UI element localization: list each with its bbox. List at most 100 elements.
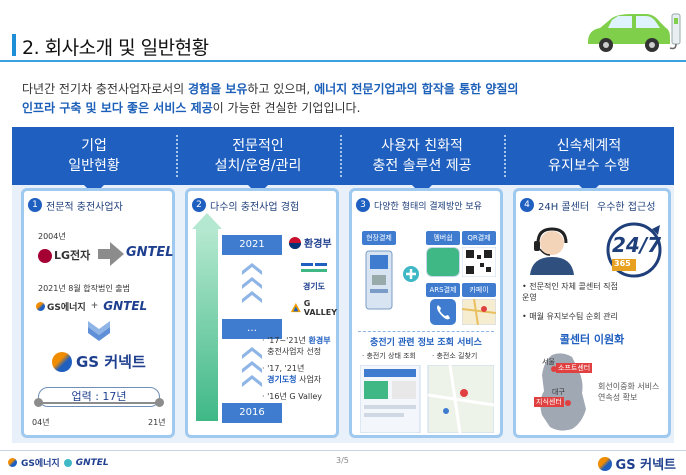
headset-agent-icon [530, 227, 574, 275]
maintenance-item: • 매월 유지보수팀 순회 관리 [522, 312, 618, 321]
gntel-logo: GNTEL [103, 299, 148, 313]
payment-label: 멤버쉽 [426, 231, 460, 245]
intro-part: 다년간 전기차 충전사업자로서의 [22, 82, 189, 96]
membership-card-icon [426, 247, 460, 277]
service-item: · 충전소 길찾기 [432, 352, 478, 360]
column-header-line: 유지보수 수행 [548, 158, 630, 174]
gvalley-text: G VALLEY [303, 299, 337, 317]
payment-label: QR결제 [462, 231, 496, 245]
gs-energy-text: GS에너지 [21, 459, 60, 469]
card-title: 3 다양한 형태의 결제방안 보유 [356, 195, 496, 215]
maintenance-item: • 전문적인 자체 콜센터 직접 운영 [522, 282, 618, 302]
column-header-line: 신속체계적 [556, 138, 622, 154]
phone-icon [430, 299, 456, 325]
year-2021-box: 2021 [222, 235, 282, 255]
column-separator [340, 135, 342, 177]
gs-logo-icon [52, 351, 72, 372]
history-item: · '17, '21년 경기도청 사업자 [262, 364, 322, 384]
gvalley-logo: G VALLEY [290, 299, 339, 317]
chevron-up-icon [242, 263, 262, 303]
arrow-right-icon [110, 242, 124, 266]
env-emblem-icon [289, 236, 301, 249]
gyeonggi-text: 경기도 [302, 282, 326, 291]
intro-part: 이 가능한 견실한 기업입니다. [212, 101, 361, 115]
card-title-text: 다양한 형태의 결제방안 보유 [374, 201, 482, 212]
kiosk-icon [365, 250, 393, 310]
timeline-dot [34, 398, 43, 407]
number-badge: 3 [356, 198, 370, 212]
card-payment-solutions: 3 다양한 형태의 결제방안 보유 현장결제 멤버쉽 QR결제 ARS결제 카페… [349, 188, 503, 438]
service-text: 충전기 상태 조회 [366, 352, 416, 360]
arrow-shaft [98, 249, 110, 259]
footer-left-logos: GS에너지 GNTEL [8, 456, 109, 469]
history-highlight: 경기도청 [267, 375, 297, 384]
gs-logo-icon [8, 458, 17, 467]
title-divider [0, 60, 686, 62]
history-highlight: 환경부 [308, 336, 331, 345]
column-header-line: 사용자 친화적 [381, 138, 463, 154]
qr-code-icon [462, 247, 496, 277]
intro-highlight: 에너지 전문기업과의 합작을 통한 양질의 [314, 82, 519, 96]
history-text: 사업자 [296, 375, 322, 384]
merge-caption: 2021년 8월 합작법인 출범 [38, 284, 130, 293]
redundancy-note: 회선이중화 서비스 연속성 확보 [598, 382, 660, 402]
timeline-arrow [196, 229, 218, 421]
column-separator [504, 135, 506, 177]
clock-247-icon [606, 222, 662, 278]
chevron-down-icon [88, 321, 110, 341]
intro-highlight: 인프라 구축 및 보다 좋은 서비스 제공 [22, 101, 213, 115]
card-title-text: 24H 콜센터 [538, 201, 590, 213]
ministry-env-logo: 환경부 [288, 235, 332, 250]
column-header-line: 전문적인 [232, 138, 284, 154]
city-label: 대구 [552, 388, 565, 396]
card-title-text: 전문적 충전사업자 [46, 201, 123, 213]
payment-label: 카페이 [462, 283, 496, 297]
gyeonggi-emblem-icon [301, 263, 327, 272]
intro-highlight: 경험을 보유 [188, 82, 248, 96]
number-badge: 4 [520, 198, 534, 212]
env-logo-text: 환경부 [304, 239, 332, 250]
card-title: 4 24H 콜센터 우수한 접근성 [520, 195, 664, 215]
payment-label: 현장결제 [362, 231, 396, 245]
center-label: 소프트센터 [556, 363, 593, 373]
service-title: 충전기 관련 정보 조회 서비스 [370, 338, 482, 348]
gs-connect-text: GS 커넥트 [615, 458, 676, 473]
card-title-text: 우수한 접근성 [597, 201, 656, 213]
gs-logo-icon [36, 301, 45, 311]
header: 2. 회사소개 및 일반현황 [0, 0, 686, 62]
lg-circle-icon [38, 249, 52, 263]
plus-icon [403, 266, 419, 282]
divider [358, 331, 494, 332]
badge-247: 24/7 [612, 233, 662, 257]
gyeonggi-logo: 경기도 [296, 261, 332, 292]
column-header-line: 설치/운영/관리 [214, 158, 302, 174]
timeline-dot [155, 398, 164, 407]
service-text: 충전소 길찾기 [436, 352, 478, 360]
footer-right-logo: GS 커넥트 [597, 454, 676, 473]
card-title: 1 전문적 충전사업자 [28, 195, 168, 215]
history-item: · '16년 G Valley [262, 392, 322, 401]
gvalley-emblem-icon [290, 302, 301, 313]
lg-text: LG전자 [54, 249, 91, 262]
number-badge: 1 [28, 198, 42, 212]
column-separator [176, 135, 178, 177]
column-header-line: 충전 솔루션 제공 [372, 158, 472, 174]
history-text: '16년 G Valley [267, 392, 322, 401]
career-line [38, 402, 160, 404]
year-2016-box: 2016 [222, 403, 282, 423]
history-text: '17, '21년 [267, 364, 305, 373]
gs-energy-text: GS에너지 [47, 302, 86, 313]
card-title-text: 다수의 충전사업 경험 [210, 201, 300, 213]
intro-text: 다년간 전기차 충전사업자로서의 경험을 보유하고 있으며, 에너지 전문기업과… [22, 80, 672, 118]
number-badge: 2 [192, 198, 206, 212]
ev-car-icon [588, 13, 681, 52]
intro-part: 하고 있으며, [247, 82, 315, 96]
service-item: · 충전기 상태 조회 [362, 352, 416, 360]
column-header-line: 기업 [81, 138, 107, 154]
plus-circle-icon [63, 458, 72, 467]
gntel-logo: GNTEL [75, 457, 109, 468]
